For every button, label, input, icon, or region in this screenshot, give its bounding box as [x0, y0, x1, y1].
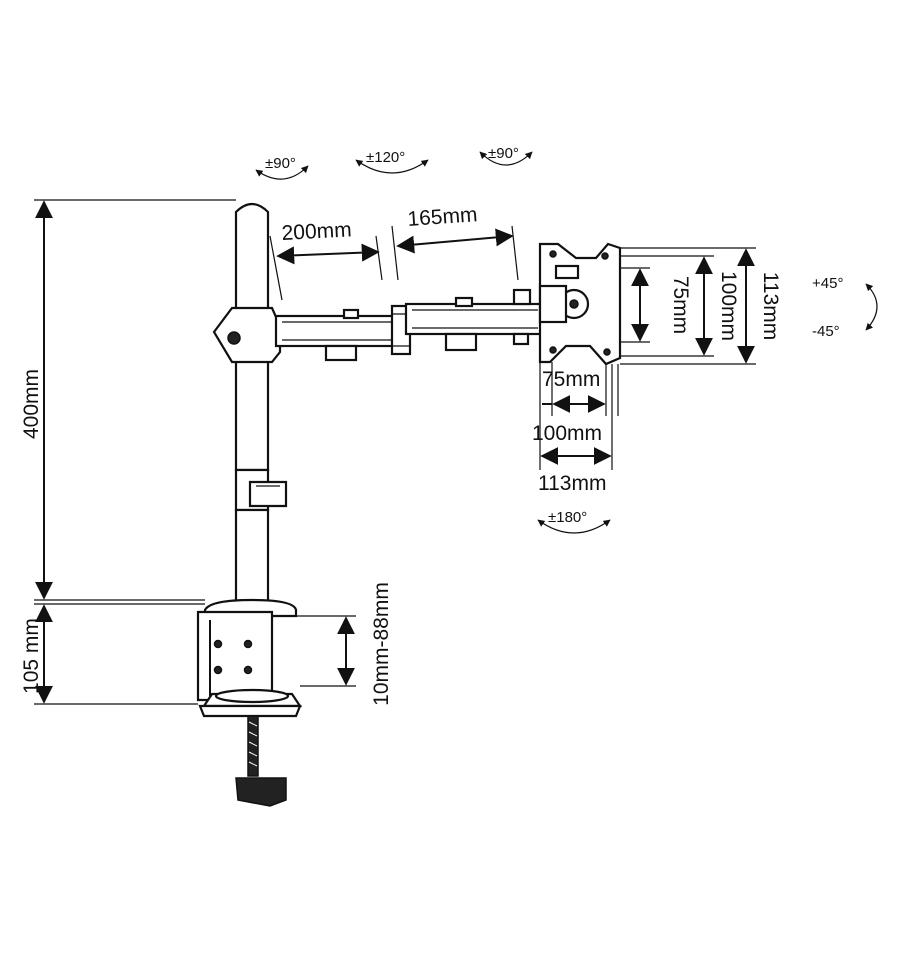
pole-swivel-label: ±90° [265, 155, 296, 172]
pole [234, 202, 288, 612]
height-dimension-lines [34, 199, 236, 705]
arm1-length-label: 200mm [281, 218, 352, 245]
head-swivel-label: ±90° [488, 145, 519, 162]
desk-thickness-label: 10mm-88mm [370, 582, 393, 706]
arm-swivel-label: ±120° [366, 149, 405, 166]
tilt-up-label: +45° [812, 275, 843, 292]
vesa-width-75-label: 75mm [542, 368, 600, 391]
clamp-height-label: 105 mm [20, 618, 43, 694]
rotation-indicators [255, 151, 878, 534]
vesa-vertical-dimensions [620, 247, 756, 365]
vesa-width-113-label: 113mm [538, 472, 606, 495]
vesa-height-113-label: 113mm [759, 272, 782, 340]
vesa-horizontal-dimensions [539, 362, 619, 470]
vesa-height-100-label: 100mm [717, 271, 740, 341]
tilt-down-label: -45° [812, 323, 840, 340]
desk-clamp [196, 598, 303, 807]
arm2-length-label: 165mm [407, 203, 478, 231]
vesa-height-75-label: 75mm [669, 276, 692, 334]
vesa-head [538, 242, 622, 366]
rotate-label: ±180° [548, 509, 587, 526]
arm [212, 288, 546, 364]
desk-thickness-dimension [296, 615, 356, 687]
pole-height-label: 400mm [20, 369, 43, 439]
vesa-width-100-label: 100mm [532, 422, 602, 445]
arm-dimension-lines [269, 225, 519, 301]
